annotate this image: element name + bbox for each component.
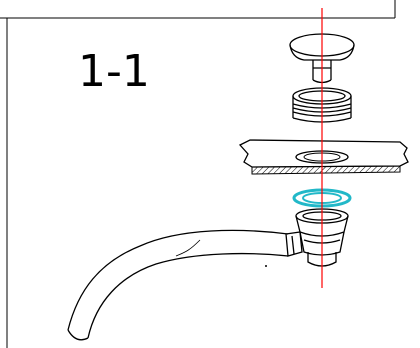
sink-panel [238,139,409,175]
frame [0,0,396,348]
drain-hose [67,229,289,341]
step-label: 1-1 [78,46,150,97]
drain-body [285,208,349,267]
